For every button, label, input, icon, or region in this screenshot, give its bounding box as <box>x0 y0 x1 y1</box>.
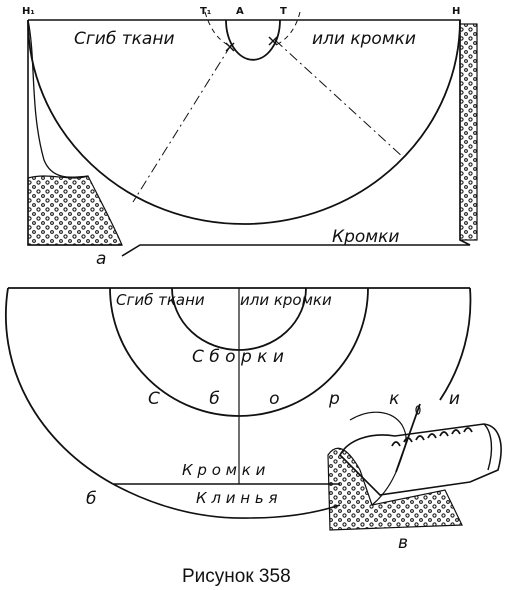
outer-hem-arc <box>27 19 461 225</box>
figure-a: Н₁ Т₁ А Т Н Сгиб ткани или кромки Кромки… <box>22 6 478 269</box>
figure-b: Сгиб ткани или кромки С б о р к и С б о … <box>5 287 482 531</box>
gores-band <box>112 483 341 519</box>
sewing-thread <box>349 411 407 506</box>
fold-label-right-b: или кромки <box>240 291 332 309</box>
needle-eye <box>415 405 421 415</box>
figure-c-letter: в <box>398 533 408 553</box>
point-label-n: Н <box>452 6 460 17</box>
gores-label: К л и н ь я <box>196 489 278 507</box>
selvage-label-b: К р о м к и <box>182 461 266 479</box>
figure-b-letter: б <box>86 489 96 509</box>
fold-label-left-b: Сгиб ткани <box>116 291 205 309</box>
point-label-t1: Т₁ <box>200 6 211 17</box>
gather-stitches <box>391 427 473 447</box>
outer-circle-b <box>5 287 114 485</box>
figure-caption: Рисунок 358 <box>182 566 291 587</box>
waist-arc <box>225 19 281 61</box>
outer-circle-b-right <box>439 287 472 401</box>
gathers-label-inner: С б о р к и <box>192 347 284 367</box>
waist-arc-dashed-left <box>204 11 229 46</box>
point-label-a: А <box>236 6 244 17</box>
sewing-needle <box>395 403 421 473</box>
fold-label-left: Сгиб ткани <box>74 29 175 49</box>
figure-a-letter: а <box>96 249 106 269</box>
fold-label-right: или кромки <box>312 29 416 49</box>
gore-line-right <box>274 39 405 159</box>
fabric-roll-edge <box>483 423 493 471</box>
gathers-label-outer: С б о р к и <box>148 389 482 409</box>
fabric-right-dotted <box>459 23 478 241</box>
point-label-n1: Н₁ <box>22 6 35 17</box>
fabric-left-dotted <box>27 175 123 246</box>
fabric-flap <box>27 19 89 178</box>
fabric-rectangle <box>27 19 471 257</box>
gore-line-left <box>132 44 232 203</box>
fabric-corner-dotted <box>327 447 463 531</box>
cross-mark-left <box>225 42 235 52</box>
selvage-label: Кромки <box>332 227 399 247</box>
point-label-t: Т <box>280 6 287 17</box>
figure-c: в <box>339 403 502 553</box>
cross-mark-right <box>268 36 278 46</box>
